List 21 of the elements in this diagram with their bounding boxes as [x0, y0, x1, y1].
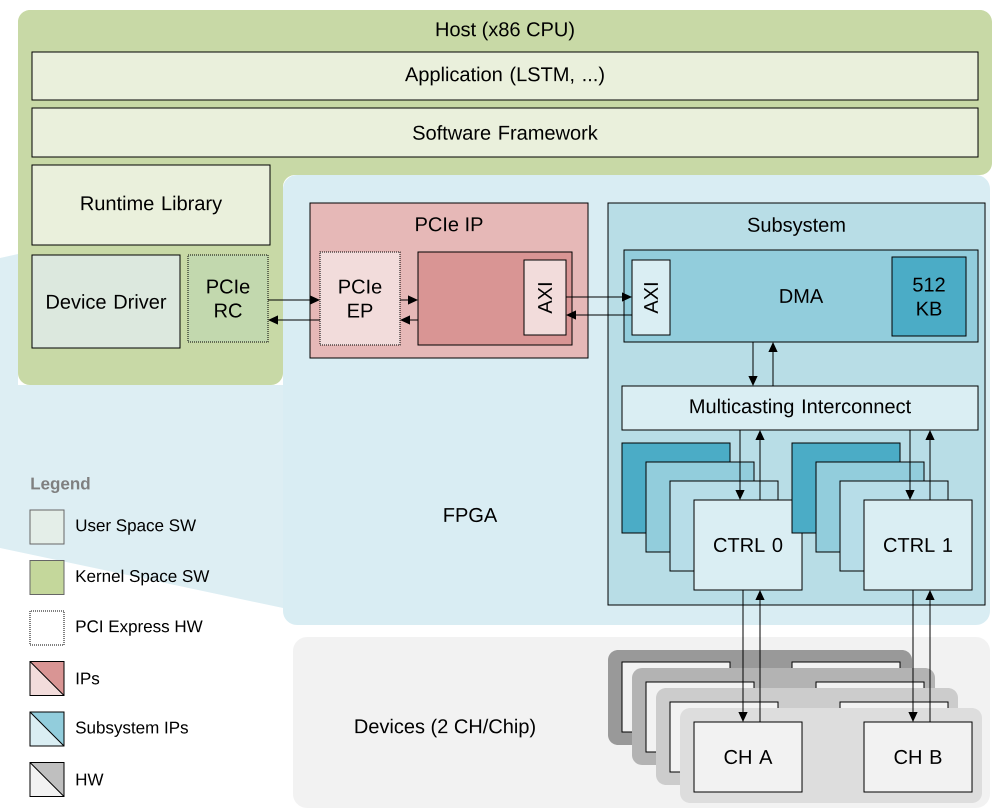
memory-box: 512 KB	[892, 256, 966, 336]
layer-box: Application (LSTM, ...)	[32, 52, 979, 100]
legend-label: User Space SW	[76, 519, 196, 535]
legend-title: Legend	[31, 477, 90, 493]
driver-box: Device Driver	[32, 254, 180, 348]
endpoint-box: PCIe EP	[320, 252, 400, 346]
interface-box: AXI	[632, 260, 670, 336]
legend-label: HW	[76, 774, 104, 786]
legend-label: IPs	[76, 672, 100, 684]
controller-stack: CTRL 0	[622, 442, 802, 590]
layer-box: Software Framework	[32, 108, 979, 158]
legend-label: Kernel Space SW	[76, 570, 210, 586]
controller-stack: CTRL 1	[792, 442, 973, 590]
channel-box: CH B	[864, 722, 973, 792]
root-complex-box: PCIe RC	[188, 254, 268, 342]
interconnect-box: Multicasting Interconnect	[622, 386, 979, 430]
interface-box: AXI	[524, 260, 566, 336]
channel-box: CH A	[694, 722, 802, 792]
legend-label: Subsystem IPs	[76, 721, 188, 737]
legend-label: PCI Express HW	[76, 620, 203, 636]
library-box: Runtime Library	[32, 164, 270, 246]
